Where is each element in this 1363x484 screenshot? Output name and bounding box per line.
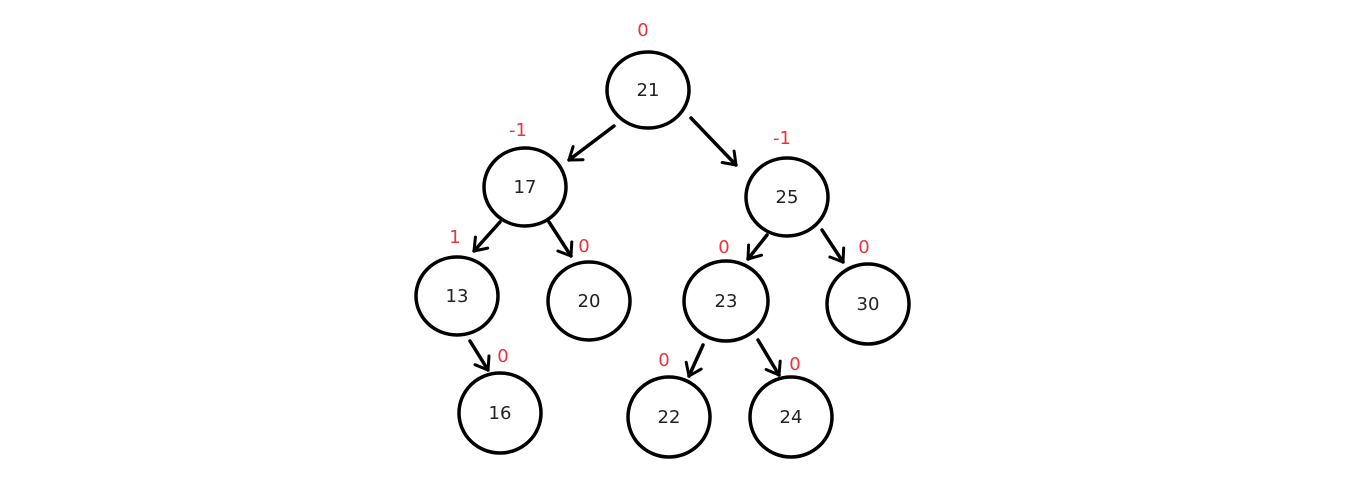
node-value-label: 13 [446, 286, 469, 307]
edge-line [472, 220, 502, 253]
tree-node-16: 16 0 [457, 346, 543, 455]
balance-factor-label: 0 [789, 354, 800, 375]
node-circle [546, 260, 632, 342]
edge-21-to-25 [689, 116, 738, 167]
edge-line [687, 343, 705, 378]
balance-factor-label: 0 [497, 346, 508, 367]
tree-node-22: 22 0 [626, 350, 712, 459]
edge-line [820, 228, 845, 264]
node-value-label: 17 [514, 177, 537, 198]
edge-23-to-24 [756, 338, 782, 377]
tree-node-25: 25 -1 [744, 128, 830, 238]
arrow-head-icon [746, 243, 763, 261]
tree-node-20: 20 0 [546, 236, 632, 342]
edge-25-to-30 [820, 228, 846, 264]
balance-factor-label: 0 [637, 20, 648, 41]
node-value-label: 20 [578, 291, 601, 312]
arrow-head-icon [684, 360, 703, 378]
edge-line [689, 116, 738, 167]
edge-13-to-16 [468, 339, 491, 372]
balance-factor-label: 0 [718, 237, 729, 258]
node-circle [682, 259, 770, 343]
node-circle [744, 156, 830, 238]
nodes-layer: 21 0 17 -1 25 -1 13 1 20 0 23 0 30 0 16 0 22 0 24 0 [414, 20, 911, 459]
edges-layer [468, 116, 846, 378]
edge-23-to-22 [684, 343, 705, 378]
balance-factor-label: 1 [449, 227, 460, 248]
tree-node-23: 23 0 [682, 237, 770, 343]
node-circle [748, 375, 834, 459]
node-circle [414, 255, 500, 337]
tree-node-21: 21 0 [605, 20, 691, 130]
edge-21-to-17 [567, 124, 616, 162]
node-circle [482, 146, 568, 228]
tree-node-17: 17 -1 [482, 120, 568, 228]
tree-node-30: 30 0 [825, 237, 911, 346]
edge-line [756, 338, 781, 377]
balance-factor-label: 0 [858, 237, 869, 258]
node-value-label: 24 [780, 407, 803, 428]
arrow-head-icon [567, 145, 585, 162]
arrow-head-icon [473, 354, 491, 372]
tree-node-24: 24 0 [748, 354, 834, 459]
tree-node-13: 13 1 [414, 227, 500, 337]
arrow-head-icon [764, 359, 782, 377]
node-value-label: 22 [658, 407, 681, 428]
arrow-head-icon [556, 240, 574, 258]
edge-25-to-23 [746, 233, 769, 261]
node-circle [457, 371, 543, 455]
node-circle [626, 375, 712, 459]
node-value-label: 16 [489, 403, 512, 424]
node-value-label: 30 [857, 294, 880, 315]
node-circle [605, 50, 691, 130]
edge-line [567, 124, 616, 162]
balance-factor-label: -1 [509, 120, 527, 141]
edge-line [468, 339, 490, 372]
edge-17-to-20 [547, 220, 574, 258]
edge-17-to-13 [472, 220, 502, 253]
edge-line [547, 220, 573, 258]
arrow-head-icon [828, 246, 846, 264]
balance-factor-label: 0 [658, 350, 669, 371]
node-value-label: 23 [715, 291, 738, 312]
node-value-label: 21 [637, 80, 660, 101]
balance-factor-label: -1 [773, 128, 791, 149]
edge-line [746, 233, 769, 261]
node-value-label: 25 [776, 187, 799, 208]
arrow-head-icon [472, 235, 490, 253]
balance-factor-label: 0 [578, 236, 589, 257]
node-circle [825, 262, 911, 346]
arrow-head-icon [720, 149, 738, 167]
